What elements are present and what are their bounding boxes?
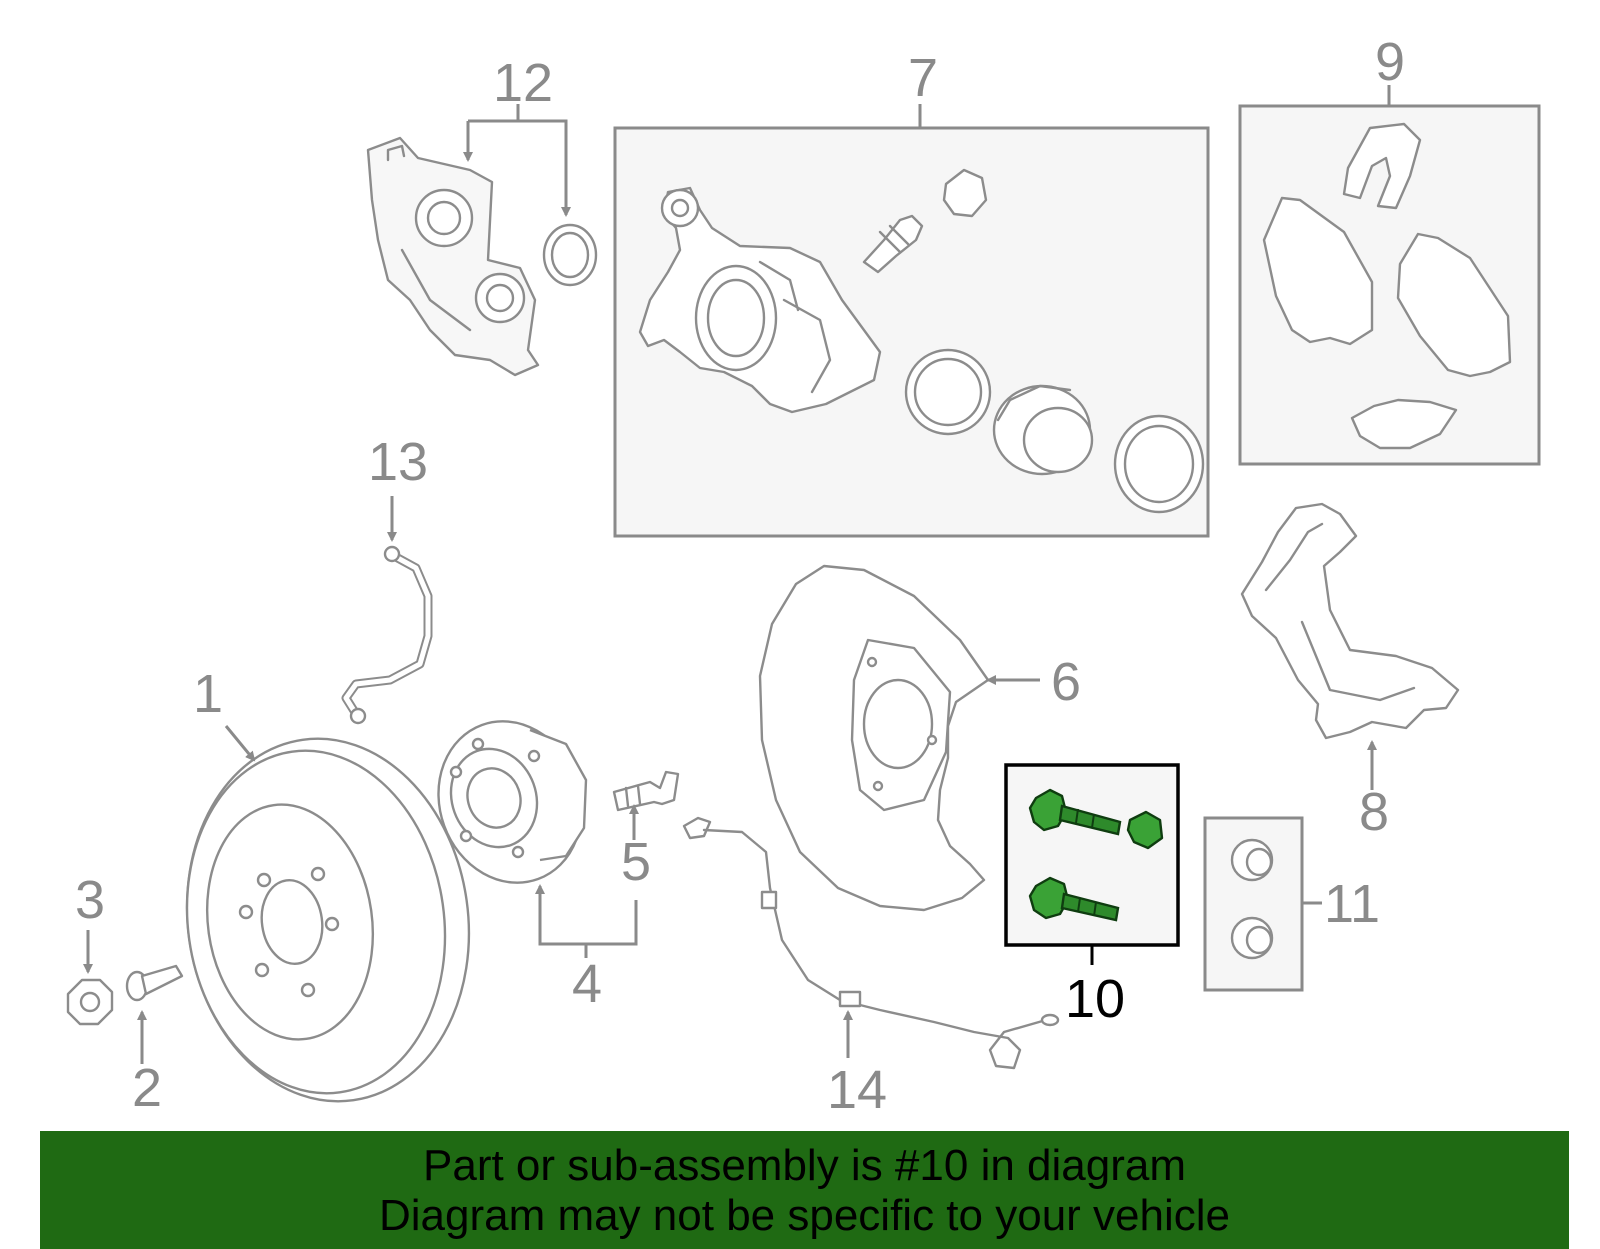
part-12-steering-knuckle[interactable] (366, 136, 540, 377)
part-13-brake-hose[interactable] (341, 545, 433, 725)
part-7-dust-boot (1113, 414, 1205, 514)
part-11-bushing-lower (1230, 916, 1274, 960)
part-9-clip-top (1342, 122, 1422, 210)
part-10-guide-bolt-lower[interactable] (1028, 876, 1120, 922)
part-8-caliper-bracket[interactable] (1240, 502, 1460, 740)
part-14-wheel-speed-sensor[interactable] (682, 816, 1060, 1070)
callout-11[interactable]: 11 (1324, 874, 1380, 934)
part-9-inner-pad (1262, 196, 1374, 346)
part-11-bushing-upper (1230, 838, 1274, 882)
part-2-bolt[interactable] (125, 964, 184, 1002)
callout-14[interactable]: 14 (827, 1060, 887, 1120)
part-10-hex-nut[interactable] (1126, 810, 1164, 850)
callout-10[interactable]: 10 (1065, 969, 1125, 1029)
callout-7[interactable]: 7 (908, 48, 938, 108)
part-4-wheel-hub-bearing[interactable] (416, 701, 604, 903)
part-9-clip-bottom (1350, 398, 1458, 450)
callout-1-leader (224, 725, 256, 762)
callout-4-leader (535, 884, 638, 958)
part-7-bleeder-screw (862, 214, 924, 274)
part-6-dust-shield[interactable] (758, 564, 990, 912)
callout-3[interactable]: 3 (75, 870, 105, 930)
part-7-caliper-body (638, 186, 882, 414)
part-7-bleeder-cap (942, 168, 988, 218)
part-10-highlight-box[interactable] (1004, 763, 1180, 947)
callout-13[interactable]: 13 (368, 432, 428, 492)
callout-9[interactable]: 9 (1375, 32, 1405, 92)
part-5-wheel-stud[interactable] (612, 770, 680, 812)
part-7-piston-seal (904, 348, 992, 436)
callout-4[interactable]: 4 (572, 954, 602, 1014)
part-12-seal-ring[interactable] (542, 223, 598, 287)
banner-line-2: Diagram may not be specific to your vehi… (378, 1191, 1231, 1240)
part-10-guide-bolt-upper[interactable] (1028, 788, 1122, 836)
callout-6[interactable]: 6 (1051, 652, 1081, 712)
callout-12-leader (463, 104, 571, 217)
part-3-nut[interactable] (66, 978, 114, 1026)
callout-8[interactable]: 8 (1359, 782, 1389, 842)
callout-12[interactable]: 12 (493, 53, 553, 113)
callout-5[interactable]: 5 (621, 832, 651, 892)
banner-line-1: Part or sub-assembly is #10 in diagram (423, 1141, 1186, 1190)
part-7-piston (992, 384, 1094, 476)
callout-2[interactable]: 2 (132, 1058, 162, 1118)
callout-1[interactable]: 1 (193, 664, 223, 724)
part-1-brake-rotor[interactable] (164, 720, 492, 1119)
notice-banner: Part or sub-assembly is #10 in diagram D… (40, 1131, 1569, 1249)
part-9-outer-pad (1396, 232, 1512, 378)
